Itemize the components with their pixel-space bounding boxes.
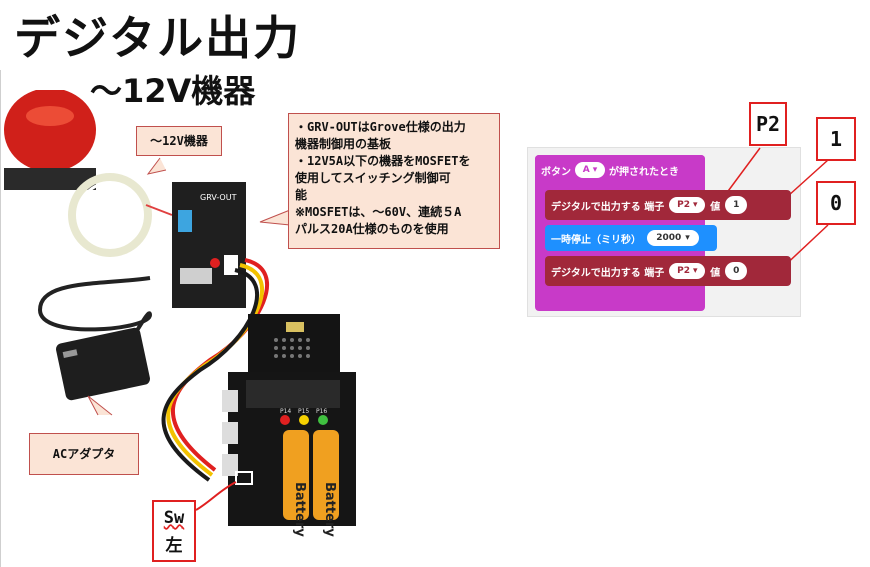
description-line: ※MOSFETは、～60V、連続５A: [295, 205, 462, 219]
grv-label: GRV-OUT: [200, 193, 237, 202]
led-ring-image: [68, 173, 173, 257]
switch-label-line2: 左: [165, 536, 183, 556]
description-line: ・12V5A以下の機器をMOSFETを: [295, 154, 471, 168]
description-line: 使用してスイッチング制御可: [295, 171, 451, 185]
label-one: 1: [816, 117, 856, 161]
value-input-2[interactable]: 0: [725, 262, 748, 280]
pin-dropdown-2[interactable]: P2 ▾: [669, 263, 706, 279]
chevron-down-icon: ▾: [592, 165, 598, 175]
value-label: 値: [710, 267, 721, 279]
pause-dropdown[interactable]: 2000 ▾: [647, 230, 699, 246]
digital-write-label: デジタルで出力する 端子: [551, 201, 665, 213]
switch-image: [235, 471, 253, 485]
pin-label-p15: P15: [298, 408, 309, 415]
description-line: 機器制御用の基板: [295, 137, 392, 151]
chevron-down-icon: ▾: [685, 233, 690, 243]
digital-write-label: デジタルで出力する 端子: [551, 267, 665, 279]
callout-pointer-desc: [259, 209, 291, 226]
page-title: デジタル出力: [14, 11, 302, 65]
chevron-down-icon: ▾: [692, 200, 698, 210]
pause-label: 一時停止（ミリ秒）: [551, 234, 641, 246]
event-suffix: が押されたとき: [609, 166, 679, 178]
button-dropdown[interactable]: A ▾: [575, 162, 605, 178]
hardware-photo: GRV-OUT P14 P15 P16 Battery Battery: [4, 90, 356, 537]
sw-pointer: [195, 481, 237, 511]
left-divider: [0, 70, 1, 567]
callout-pointer-adapter: [87, 395, 113, 416]
ac-adapter-image: [56, 327, 150, 401]
switch-label-line1: Sw: [163, 508, 185, 528]
chevron-down-icon: ▾: [692, 266, 698, 276]
grv-out-board-image: GRV-OUT: [172, 182, 246, 308]
callout-ac-adapter: ACアダプタ: [29, 433, 139, 475]
value-input-1[interactable]: 1: [725, 196, 748, 214]
expansion-board-image: P14 P15 P16 Battery Battery: [222, 372, 356, 537]
event-block-header[interactable]: ボタン A ▾ が押されたとき: [535, 155, 705, 185]
rotating-light-image: [4, 90, 96, 190]
label-p2: P2: [749, 102, 787, 146]
battery-label-2: Battery: [322, 482, 337, 537]
callout-12v-device: ～12V機器: [136, 126, 222, 156]
pin-dropdown-1[interactable]: P2 ▾: [669, 197, 706, 213]
description-line: パルス20A仕様のものを使用: [295, 222, 449, 236]
pause-block[interactable]: 一時停止（ミリ秒） 2000 ▾: [545, 225, 717, 251]
switch-label-box: Sw 左: [152, 500, 196, 562]
callout-description: ・GRV-OUTはGrove仕様の出力 機器制御用の基板 ・12V5A以下の機器…: [288, 113, 500, 249]
pin-label-p16: P16: [316, 408, 327, 415]
page-subtitle: ～12V機器: [90, 72, 256, 110]
pin-label-p14: P14: [280, 408, 291, 415]
microbit-image: [248, 314, 340, 374]
battery-label-1: Battery: [292, 482, 307, 537]
callout-pointer-ring: [146, 157, 167, 175]
description-line: ・GRV-OUTはGrove仕様の出力: [295, 120, 466, 134]
value-label: 値: [710, 201, 721, 213]
digital-write-block-2[interactable]: デジタルで出力する 端子 P2 ▾ 値 0: [545, 256, 791, 286]
description-line: 能: [295, 188, 308, 202]
event-prefix: ボタン: [541, 166, 571, 178]
label-zero: 0: [816, 181, 856, 225]
digital-write-block-1[interactable]: デジタルで出力する 端子 P2 ▾ 値 1: [545, 190, 791, 220]
